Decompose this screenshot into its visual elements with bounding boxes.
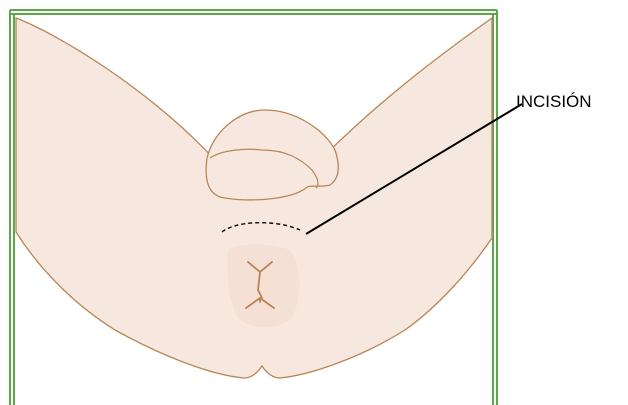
scrotum-shape: [206, 110, 338, 200]
incision-label: INCISIÓN: [516, 92, 592, 111]
perineum-shading: [227, 244, 299, 327]
